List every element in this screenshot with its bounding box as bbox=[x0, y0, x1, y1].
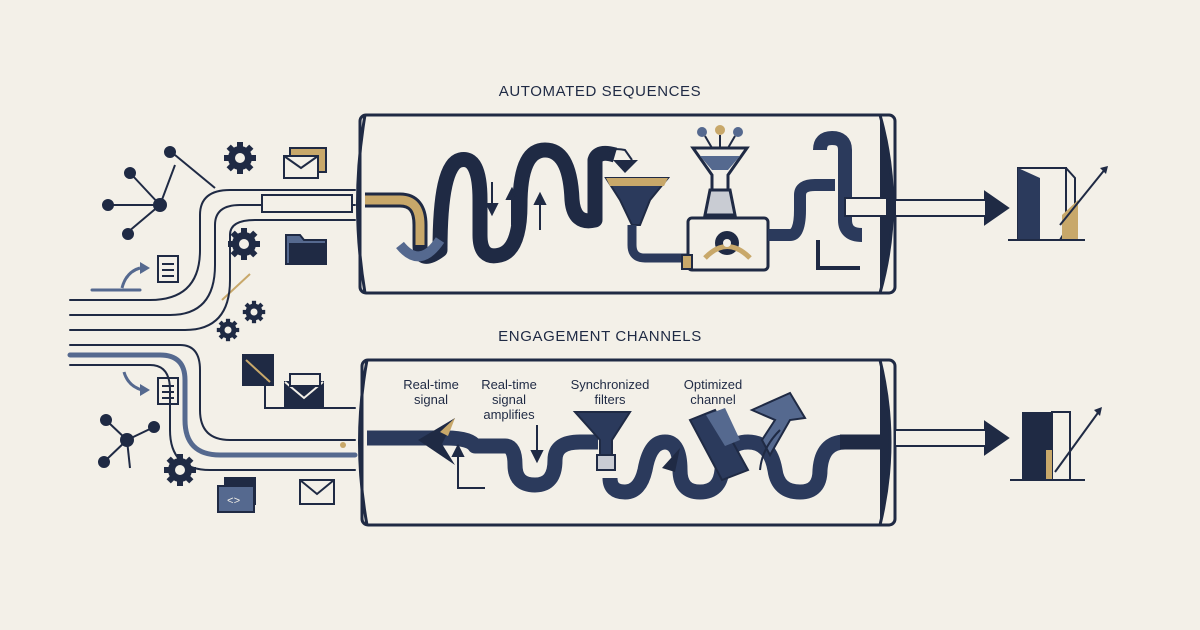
exit-door-icon bbox=[1008, 166, 1108, 241]
stage-label-line: signal bbox=[492, 392, 526, 407]
exit-door-icon bbox=[1010, 407, 1102, 481]
envelope-icon bbox=[284, 373, 324, 409]
document-icon bbox=[157, 377, 179, 405]
stage-label-optimized-channel: Optimized channel bbox=[684, 377, 743, 407]
funnel-icon bbox=[604, 177, 690, 263]
gear-icon bbox=[216, 318, 240, 342]
valve-machine-icon bbox=[681, 125, 770, 272]
stage-label-line: channel bbox=[690, 392, 736, 407]
stage-label-synchronized-filters: Synchronized filters bbox=[571, 377, 650, 407]
gear-icon bbox=[242, 300, 266, 324]
network-node-icon bbox=[102, 146, 216, 240]
gear-icon bbox=[228, 228, 260, 260]
stage-label-line: Synchronized bbox=[570, 377, 650, 392]
heading-automated-sequences: AUTOMATED SEQUENCES bbox=[498, 83, 702, 100]
arrow-icon bbox=[120, 262, 150, 396]
stage-label-line: Optimized bbox=[683, 377, 743, 392]
incoming-flow-lines bbox=[67, 189, 358, 471]
folder-icon bbox=[285, 234, 327, 265]
code-icon: <> bbox=[217, 477, 256, 513]
arrow-icon bbox=[688, 391, 807, 482]
top-pipeline bbox=[356, 113, 1108, 295]
gear-icon bbox=[224, 142, 256, 174]
envelope-icon bbox=[283, 147, 327, 179]
svg-text:<>: <> bbox=[227, 496, 240, 508]
document-icon bbox=[157, 255, 179, 283]
stage-label-line: filters bbox=[594, 392, 626, 407]
stage-label-line: Real-time bbox=[403, 377, 459, 392]
stage-label-real-time-signal: Real-time signal bbox=[403, 377, 459, 407]
blocked-icon bbox=[242, 354, 274, 386]
bottom-pipeline bbox=[358, 358, 1102, 527]
stage-label-line: signal bbox=[414, 392, 448, 407]
envelope-icon bbox=[299, 479, 335, 505]
heading-engagement-channels: ENGAGEMENT CHANNELS bbox=[498, 328, 702, 345]
left-icon-cluster: <> bbox=[98, 146, 335, 513]
stage-label-line: Real-time bbox=[481, 377, 537, 392]
funnel-icon bbox=[572, 411, 632, 471]
stage-label-real-time-signal-amplifies: Real-time signal amplifies bbox=[481, 377, 537, 422]
network-node-icon bbox=[98, 414, 160, 469]
stage-label-line: amplifies bbox=[483, 407, 535, 422]
